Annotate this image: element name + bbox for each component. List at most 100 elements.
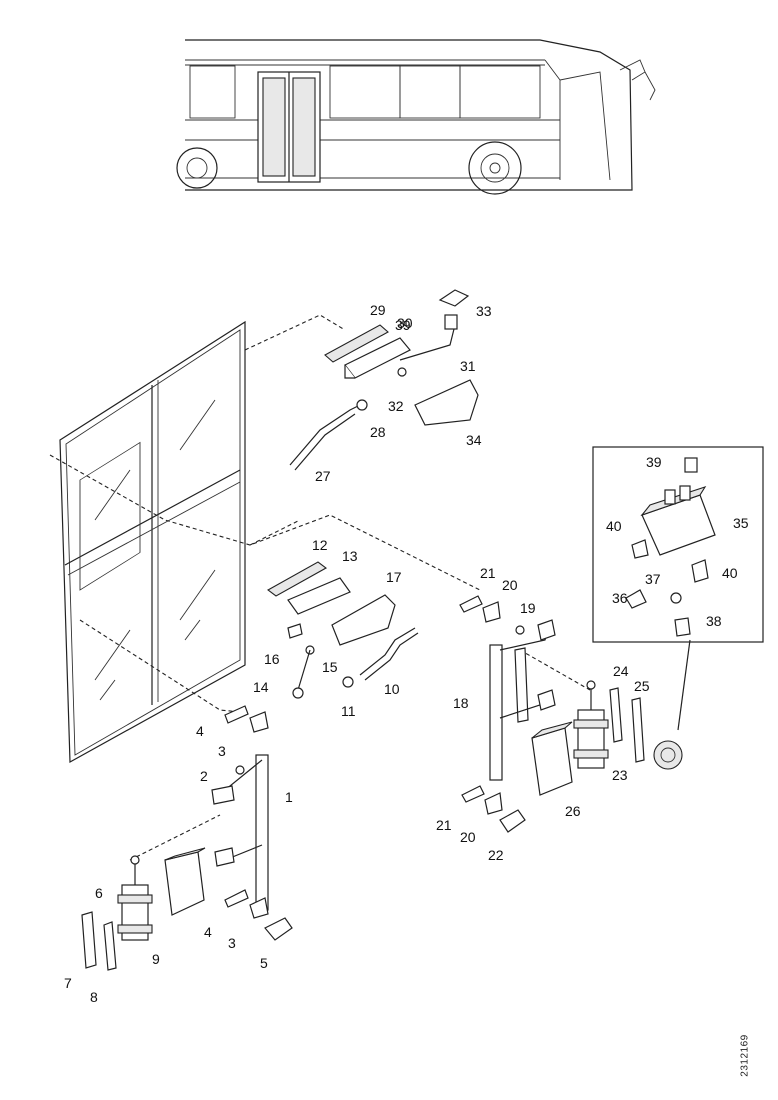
callout-28: 28 [370,424,386,440]
callout-34: 34 [466,432,482,448]
clip-16 [287,623,303,639]
callout-37: 37 [645,571,661,587]
callout-35: 35 [733,515,749,531]
callout-21: 21 [436,817,452,833]
strap-24 [609,687,623,743]
cover-17 [331,594,396,646]
middle-mechanism [266,561,419,699]
fitting-39-inset [684,457,698,473]
reference-code: 2312169 [740,1020,770,1098]
lever-27 [289,404,361,466]
callout-32: 32 [388,398,404,414]
callout-labels: 1 2 3 3 4 4 5 6 7 8 9 10 11 12 13 14 15 … [64,302,749,1005]
callout-23: 23 [612,767,628,783]
callout-26: 26 [565,803,581,819]
callout-39: 39 [646,454,662,470]
fitting-40-left [631,539,649,559]
callout-21: 21 [480,565,496,581]
plate-21-upper [459,595,483,613]
callout-10: 10 [384,681,400,697]
plate-21-lower [461,785,485,803]
callout-18: 18 [453,695,469,711]
callout-39: 39 [395,317,411,333]
callout-22: 22 [488,847,504,863]
valve-box-9 [164,851,205,916]
callout-15: 15 [322,659,338,675]
shaft-1 [255,754,269,911]
assembly-leader-lines [49,314,591,861]
valve-box-26 [531,727,573,796]
callout-31: 31 [460,358,476,374]
clamp-22 [499,809,526,833]
callout-3: 3 [218,743,226,759]
pin-19 [515,625,525,635]
callout-25: 25 [634,678,650,694]
callout-30: 30 [397,315,413,331]
cover-34 [414,379,479,426]
plate-4-upper [224,705,249,724]
callout-29: 29 [370,302,386,318]
reference-code-text: 2312169 [739,1034,751,1077]
bearing-20-upper [482,601,501,623]
callout-27: 27 [315,468,331,484]
cylinder-23 [577,709,605,769]
callout-40: 40 [722,565,738,581]
callout-36: 36 [612,590,628,606]
rail-29 [324,324,389,363]
bearing-20-lower [484,792,503,815]
upper-mechanism [289,289,479,471]
lever-10 [359,627,416,676]
callout-7: 7 [64,975,72,991]
callout-8: 8 [90,989,98,1005]
right-shaft-assembly [459,595,691,833]
strap-7 [81,911,97,969]
callout-3: 3 [228,935,236,951]
clamp-5 [264,917,293,941]
bracket-13 [287,577,351,615]
bearing-3-lower [249,897,269,919]
callout-19: 19 [520,600,536,616]
callout-17: 17 [386,569,402,585]
callout-38: 38 [706,613,722,629]
arm-31 [399,324,456,361]
callout-14: 14 [253,679,269,695]
callout-9: 9 [152,951,160,967]
strap-25 [631,697,645,763]
inset-frame [592,446,764,643]
callout-12: 12 [312,537,328,553]
fitting-38 [674,617,691,637]
callout-13: 13 [342,548,358,564]
callout-20: 20 [502,577,518,593]
knob-33 [438,289,470,307]
bolt-14 [292,687,304,699]
gear-detail [653,740,683,770]
pivot-28 [356,399,368,411]
bus-side-view [176,39,656,195]
nut-11 [342,676,354,688]
valve-detail-inset [592,446,764,643]
front-wheel [468,141,522,195]
callout-33: 33 [476,303,492,319]
bearing-3-upper [249,711,269,733]
rail-12 [266,561,328,597]
callout-40: 40 [606,518,622,534]
left-shaft-assembly [81,705,293,971]
callout-20: 20 [460,829,476,845]
pin-2 [235,765,245,775]
callout-24: 24 [613,663,629,679]
fitting-40-right [691,559,709,583]
strap-8 [103,921,117,971]
valve-36 [625,589,647,609]
shaft-18 [489,644,503,781]
callout-4: 4 [196,723,204,739]
door-leaf-assembly [59,320,246,764]
callout-11: 11 [341,703,356,719]
callout-16: 16 [264,651,280,667]
callout-4: 4 [204,924,212,940]
connector-37 [670,592,682,604]
callout-2: 2 [200,768,208,784]
rear-wheel [176,147,218,189]
plate-4-lower [224,889,249,908]
callout-1: 1 [285,789,293,805]
